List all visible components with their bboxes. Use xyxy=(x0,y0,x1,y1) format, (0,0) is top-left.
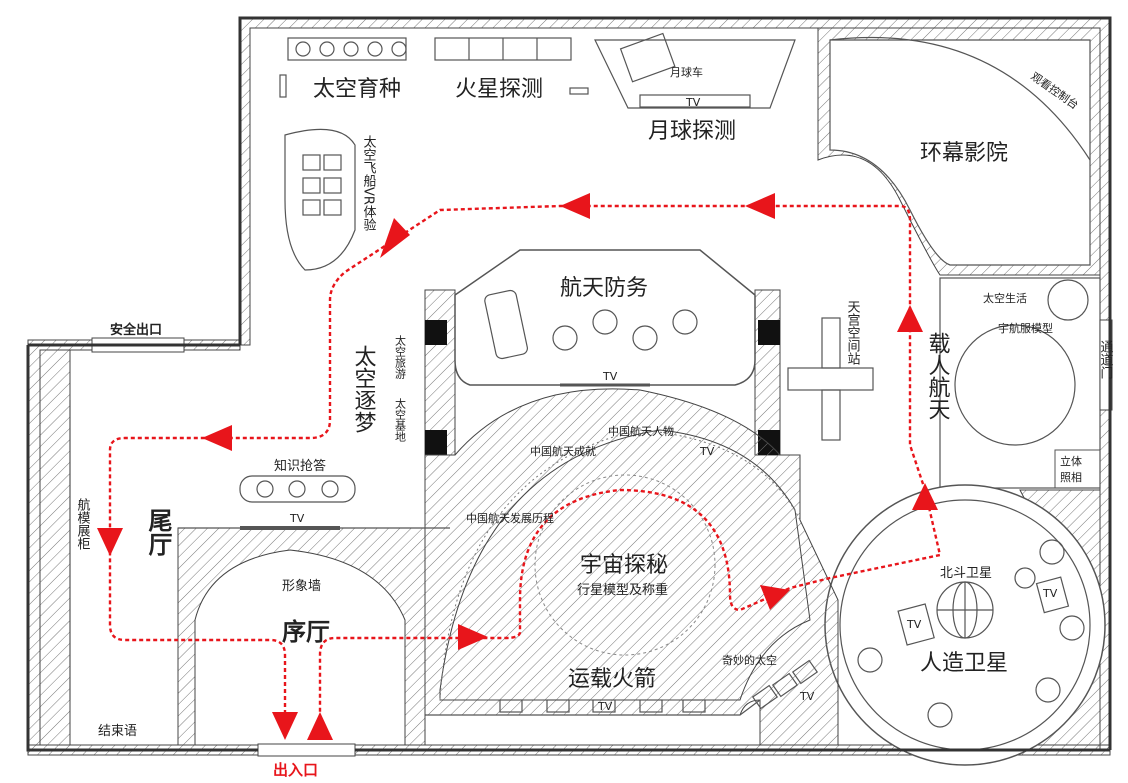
label-china-development: 中国航天发展历程 xyxy=(466,511,554,525)
label-stereo-photo-2: 照相 xyxy=(1060,471,1082,484)
label-image-wall: 形象墙 xyxy=(282,579,321,594)
label-safety-exit: 安全出口 xyxy=(110,322,162,338)
label-carrier-rocket: 运载火箭 xyxy=(568,667,656,692)
label-tv-space: TV xyxy=(799,690,815,703)
label-tv-rocket: TV xyxy=(597,700,613,713)
left-hatch xyxy=(39,349,71,746)
label-closing-words: 结束语 xyxy=(98,724,137,739)
rocket-displays xyxy=(425,659,819,716)
label-tiangong: 天宫空间站 xyxy=(845,300,861,365)
prelude-hatch xyxy=(177,526,450,746)
label-spacesuit-model: 宇航服模型 xyxy=(998,321,1053,335)
spaceship-vr xyxy=(284,128,356,271)
visit-route xyxy=(97,193,942,740)
label-wonderful-space: 奇妙的太空 xyxy=(722,653,777,667)
label-lunar-exploration: 月球探测 xyxy=(648,119,736,144)
dome-cinema xyxy=(817,27,1101,276)
label-space-breeding: 太空育种 xyxy=(313,77,401,102)
label-quiz: 知识抢答 xyxy=(274,458,326,474)
label-passage-door: 通道门 xyxy=(1098,340,1114,379)
label-manned-spaceflight: 载人航天 xyxy=(925,332,951,420)
label-tv-prelude: TV xyxy=(289,512,305,525)
label-universe-mystery: 宇宙探秘 xyxy=(580,553,668,578)
label-tv-satellite-2: TV xyxy=(906,618,922,631)
label-space-defense: 航天防务 xyxy=(560,276,648,301)
label-artificial-satellite: 人造卫星 xyxy=(920,651,1008,676)
label-lunar-rover: 月球车 xyxy=(670,65,703,79)
label-space-life: 太空生活 xyxy=(983,291,1027,305)
entrance-door xyxy=(257,743,356,757)
label-china-people: 中国航天人物 xyxy=(608,424,674,438)
label-stereo-photo-1: 立体 xyxy=(1060,454,1082,468)
label-mars-exploration: 火星探测 xyxy=(455,77,543,102)
label-china-achievements: 中国航天成就 xyxy=(530,444,596,458)
label-aircraft-cabinet: 航模展柜 xyxy=(75,497,91,550)
label-tv-defense: TV xyxy=(602,370,618,383)
universe-area xyxy=(424,388,839,746)
label-tail-hall: 尾厅 xyxy=(144,508,172,556)
label-planet-model: 行星模型及称重 xyxy=(577,582,668,598)
label-space-base: 太空基地 xyxy=(394,398,407,442)
label-spaceship-vr: 太空飞船VR体验 xyxy=(361,135,377,231)
quiz-podium xyxy=(239,475,356,503)
space-defense-room xyxy=(424,249,781,456)
label-tv-people: TV xyxy=(699,445,715,458)
label-tv-satellite-1: TV xyxy=(1042,587,1058,600)
label-entrance-exit: 出入口 xyxy=(273,761,318,779)
label-tv-lunar: TV xyxy=(685,96,701,109)
label-prelude-hall: 序厅 xyxy=(282,618,330,646)
top-exhibits xyxy=(279,32,796,109)
label-dome-cinema: 环幕影院 xyxy=(920,141,1008,166)
tiangong-model xyxy=(787,317,874,441)
label-space-dream: 太空逐梦 xyxy=(351,345,377,433)
label-space-travel: 太空旅游 xyxy=(394,335,407,379)
satellite-hall xyxy=(824,484,1106,766)
label-beidou: 北斗卫星 xyxy=(940,566,992,581)
